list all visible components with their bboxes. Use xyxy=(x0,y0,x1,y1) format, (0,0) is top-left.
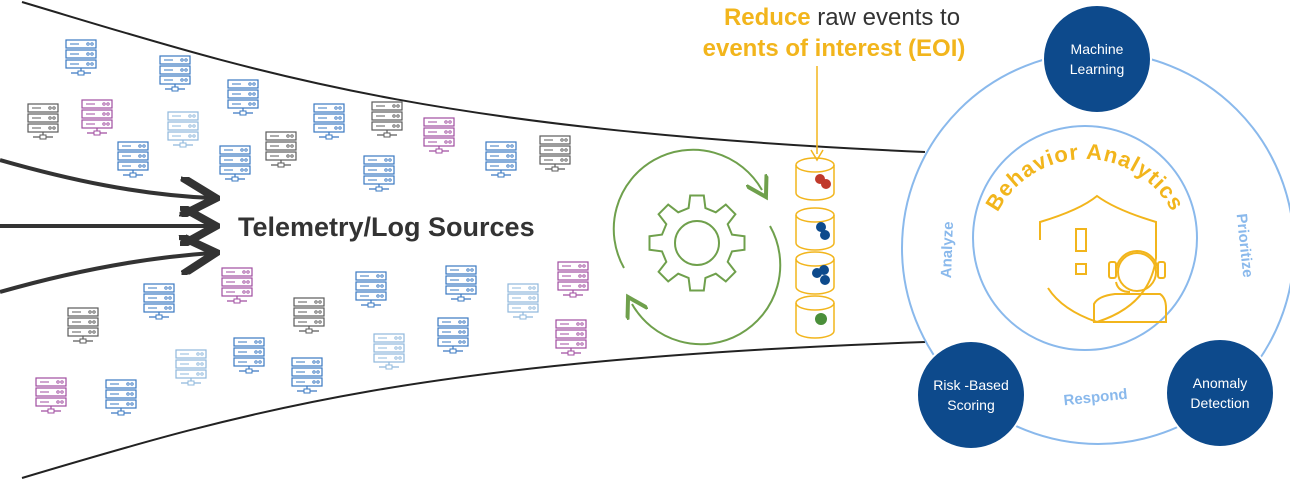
server-icon xyxy=(65,39,97,76)
headline-highlight: Reduce xyxy=(724,4,811,31)
machine-learning-line-1: Machine xyxy=(1071,41,1124,57)
server-icon xyxy=(445,265,477,302)
ring-label-respond: Respond xyxy=(1063,386,1129,410)
headline-line-2: events of interest (EOI) xyxy=(703,35,966,62)
server-icon xyxy=(175,349,207,386)
behavior-inner-ring xyxy=(972,125,1198,351)
server-icon xyxy=(105,379,137,416)
ring-label-analyze: Analyze xyxy=(938,221,957,278)
processing-gear-icon xyxy=(612,148,782,346)
server-icon xyxy=(557,261,589,298)
server-icon xyxy=(363,155,395,192)
machine-learning-node: Machine Learning xyxy=(1042,4,1152,114)
eoi-cylinder xyxy=(795,207,835,251)
server-icon xyxy=(67,307,99,344)
server-icon xyxy=(143,283,175,320)
server-icon xyxy=(371,101,403,138)
server-icon xyxy=(265,131,297,168)
server-icon xyxy=(555,319,587,356)
funnel-bottom-curve xyxy=(21,341,926,479)
eoi-cylinder xyxy=(795,295,835,339)
shield-analyst-icon xyxy=(1039,194,1167,324)
risk-scoring-node: Risk -Based Scoring xyxy=(916,340,1026,450)
server-icon xyxy=(293,297,325,334)
server-icon xyxy=(159,55,191,92)
flow-arrow-bottom xyxy=(0,253,212,294)
anomaly-line-2: Detection xyxy=(1190,395,1249,411)
server-icon xyxy=(219,145,251,182)
server-icon xyxy=(27,103,59,140)
headline-line-1: Reduce raw events to xyxy=(724,4,960,31)
gear-icon xyxy=(648,194,746,292)
anomaly-line-1: Anomaly xyxy=(1193,375,1247,391)
server-icon xyxy=(291,357,323,394)
eoi-dot xyxy=(819,265,829,275)
server-icon xyxy=(313,103,345,140)
eoi-dot xyxy=(816,222,826,232)
funnel-top-curve xyxy=(21,1,926,153)
server-icon xyxy=(485,141,517,178)
server-icon xyxy=(227,79,259,116)
eoi-cylinder xyxy=(795,157,835,201)
server-icon xyxy=(167,111,199,148)
telemetry-sources-label: Telemetry/Log Sources xyxy=(238,212,535,242)
server-icon xyxy=(221,267,253,304)
server-icon xyxy=(423,117,455,154)
anomaly-detection-node: Anomaly Detection xyxy=(1165,338,1275,448)
server-icon xyxy=(35,377,67,414)
risk-scoring-line-1: Risk -Based xyxy=(933,377,1008,393)
ring-label-prioritize: Prioritize xyxy=(1233,213,1257,279)
server-icon xyxy=(437,317,469,354)
server-icon xyxy=(507,283,539,320)
machine-learning-line-2: Learning xyxy=(1070,61,1125,77)
eoi-event-stack xyxy=(795,157,835,339)
flow-arrow-top xyxy=(0,158,212,198)
server-icon xyxy=(233,337,265,374)
server-icon xyxy=(373,333,405,370)
risk-scoring-line-2: Scoring xyxy=(947,397,994,413)
eoi-cylinder xyxy=(795,251,835,295)
eoi-pointer-head xyxy=(810,149,824,162)
server-icon xyxy=(81,99,113,136)
headline-rest: raw events to xyxy=(811,4,960,31)
eoi-dot xyxy=(820,230,830,240)
eoi-dot xyxy=(820,275,830,285)
eoi-dot xyxy=(821,179,831,189)
eoi-dot xyxy=(815,313,827,325)
server-icon xyxy=(117,141,149,178)
server-icon xyxy=(355,271,387,308)
server-icon xyxy=(539,135,571,172)
